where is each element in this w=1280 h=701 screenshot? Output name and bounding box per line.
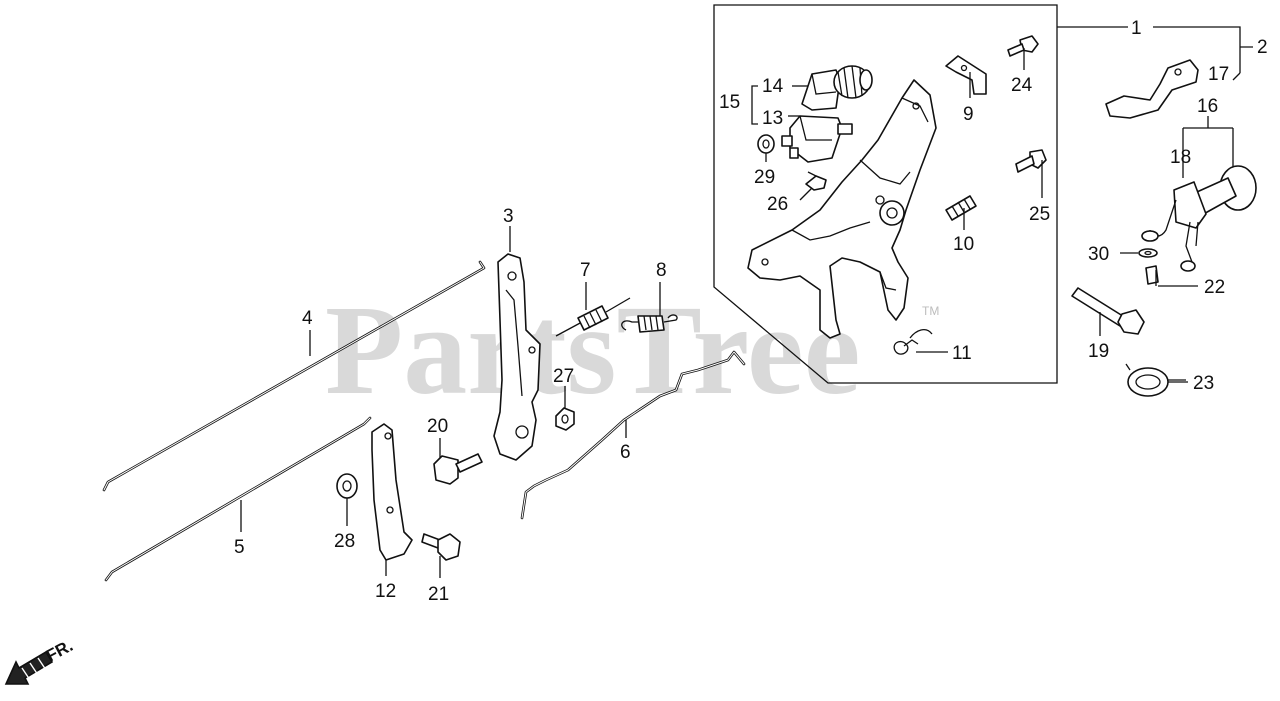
callout-20: 20 — [427, 416, 448, 437]
callout-25: 25 — [1029, 204, 1050, 225]
callout-22: 22 — [1204, 277, 1225, 298]
callout-11: 11 — [952, 343, 972, 364]
bracket-2 — [1153, 26, 1253, 73]
callout-8: 8 — [656, 260, 667, 281]
watermark-trademark: TM — [922, 304, 939, 318]
callout-3: 3 — [503, 206, 514, 227]
part-3-lever — [493, 253, 541, 461]
callout-21: 21 — [428, 584, 449, 605]
part-9-plate — [945, 55, 987, 95]
callout-28: 28 — [334, 531, 355, 552]
callout-10: 10 — [953, 234, 974, 255]
front-arrow-icon — [4, 650, 54, 685]
part-30-washer — [1138, 248, 1158, 258]
part-21-bolt — [421, 533, 461, 561]
part-14-switch — [801, 65, 873, 111]
callout-24: 24 — [1011, 75, 1033, 96]
leader-17 — [1232, 72, 1241, 81]
part-7-spring — [555, 297, 631, 337]
part-28-washer — [336, 473, 358, 499]
front-direction-indicator: FR. — [4, 636, 76, 685]
part-20-knob — [433, 453, 483, 485]
part-27-nut — [555, 407, 575, 431]
callout-14: 14 — [762, 76, 784, 97]
callout-1: 1 — [1131, 18, 1142, 39]
callout-30: 30 — [1088, 244, 1109, 265]
callout-27: 27 — [553, 366, 574, 387]
part-12-plate — [371, 423, 413, 561]
part-23-clip — [1125, 363, 1186, 397]
part-5-rod — [104, 416, 372, 582]
part-24-bolt — [1007, 35, 1039, 57]
part-6-rod — [520, 350, 746, 520]
part-19-bolt — [1071, 287, 1145, 335]
callout-16: 16 — [1197, 96, 1218, 117]
part-22-screw — [1145, 265, 1198, 287]
leader-26 — [799, 187, 813, 201]
callout-5: 5 — [234, 537, 245, 558]
watermark: PartsTree — [325, 279, 860, 421]
callout-15: 15 — [719, 92, 740, 113]
callout-9: 9 — [963, 104, 974, 125]
part-17-lever — [1105, 59, 1199, 119]
part-16-switch — [1141, 127, 1257, 272]
control-bracket — [747, 79, 937, 339]
part-26-screw — [805, 171, 827, 191]
callout-19: 19 — [1088, 341, 1109, 362]
callout-17: 17 — [1208, 64, 1229, 85]
part-4-rod — [102, 260, 486, 492]
part-11-spring — [893, 328, 933, 355]
callout-13: 13 — [762, 108, 783, 129]
callout-4: 4 — [302, 308, 313, 329]
part-10-spring — [945, 195, 977, 221]
callout-6: 6 — [620, 442, 631, 463]
callout-23: 23 — [1193, 373, 1214, 394]
callout-12: 12 — [375, 581, 396, 602]
part-29-washer — [757, 134, 775, 154]
callout-29: 29 — [754, 167, 775, 188]
assembly-outline — [713, 4, 1058, 384]
part-8-spring — [621, 314, 678, 333]
callout-26: 26 — [767, 194, 788, 215]
callout-2: 2 — [1257, 37, 1268, 58]
leader-15 — [751, 85, 758, 125]
callout-labels: 1 2 3 4 5 6 7 8 9 10 11 12 13 14 15 16 1… — [234, 18, 1268, 605]
callout-7: 7 — [580, 260, 591, 281]
callout-18: 18 — [1170, 147, 1191, 168]
part-13-switch — [781, 115, 853, 163]
